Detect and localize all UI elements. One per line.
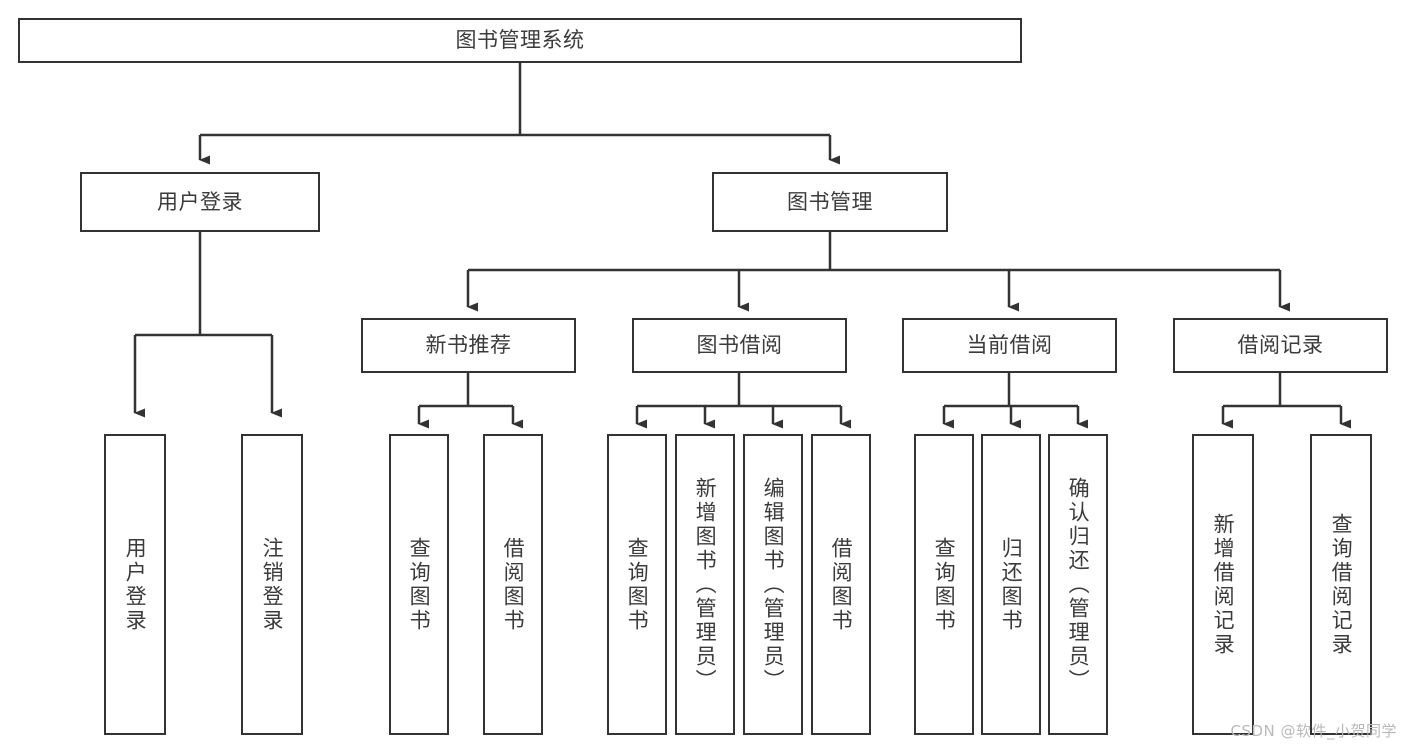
leaf-add-record[interactable]: 新增借阅记录: [1192, 434, 1254, 735]
leaf-logout-login-label: 注销登录: [260, 536, 285, 633]
csdn-watermark: CSDN @软件_小贺同学: [1230, 722, 1397, 740]
leaf-user-login[interactable]: 用户登录: [104, 434, 166, 735]
leaf-confirm-return-label: 确认归还（管理员）: [1066, 476, 1091, 693]
leaf-add-book-label: 新增图书（管理员）: [693, 476, 718, 693]
node-new-book-rec-label: 新书推荐: [425, 333, 512, 358]
node-book-borrow[interactable]: 图书借阅: [632, 318, 847, 373]
node-user-login-label: 用户登录: [157, 189, 243, 214]
leaf-query-record[interactable]: 查询借阅记录: [1310, 434, 1372, 735]
leaf-query-book-c-label: 查询图书: [932, 536, 957, 633]
leaf-edit-book[interactable]: 编辑图书（管理员）: [743, 434, 803, 735]
leaf-borrow-book-b-label: 借阅图书: [829, 536, 854, 633]
node-borrow-record-label: 借阅记录: [1237, 333, 1324, 358]
node-user-login[interactable]: 用户登录: [80, 172, 320, 232]
leaf-query-book-c[interactable]: 查询图书: [914, 434, 974, 735]
node-current-borrow[interactable]: 当前借阅: [902, 318, 1117, 373]
node-root[interactable]: 图书管理系统: [18, 18, 1022, 63]
node-book-manage[interactable]: 图书管理: [712, 172, 948, 232]
leaf-query-record-label: 查询借阅记录: [1329, 512, 1354, 657]
leaf-return-book-label: 归还图书: [999, 536, 1024, 633]
node-borrow-record[interactable]: 借阅记录: [1173, 318, 1388, 373]
leaf-logout-login[interactable]: 注销登录: [241, 434, 303, 735]
node-book-borrow-label: 图书借阅: [696, 333, 783, 358]
node-book-manage-label: 图书管理: [787, 189, 873, 214]
leaf-query-book-b[interactable]: 查询图书: [607, 434, 667, 735]
leaf-user-login-label: 用户登录: [123, 536, 148, 633]
leaf-confirm-return[interactable]: 确认归还（管理员）: [1048, 434, 1108, 735]
leaf-borrow-book-a[interactable]: 借阅图书: [483, 434, 543, 735]
node-current-borrow-label: 当前借阅: [966, 333, 1053, 358]
leaf-query-book-b-label: 查询图书: [625, 536, 650, 633]
node-root-label: 图书管理系统: [455, 28, 585, 53]
leaf-query-book-a[interactable]: 查询图书: [389, 434, 449, 735]
leaf-add-book[interactable]: 新增图书（管理员）: [675, 434, 735, 735]
leaf-query-book-a-label: 查询图书: [407, 536, 432, 633]
leaf-borrow-book-b[interactable]: 借阅图书: [811, 434, 871, 735]
leaf-add-record-label: 新增借阅记录: [1211, 512, 1236, 657]
leaf-edit-book-label: 编辑图书（管理员）: [761, 476, 786, 693]
leaf-borrow-book-a-label: 借阅图书: [501, 536, 526, 633]
node-new-book-rec[interactable]: 新书推荐: [361, 318, 576, 373]
leaf-return-book[interactable]: 归还图书: [981, 434, 1041, 735]
